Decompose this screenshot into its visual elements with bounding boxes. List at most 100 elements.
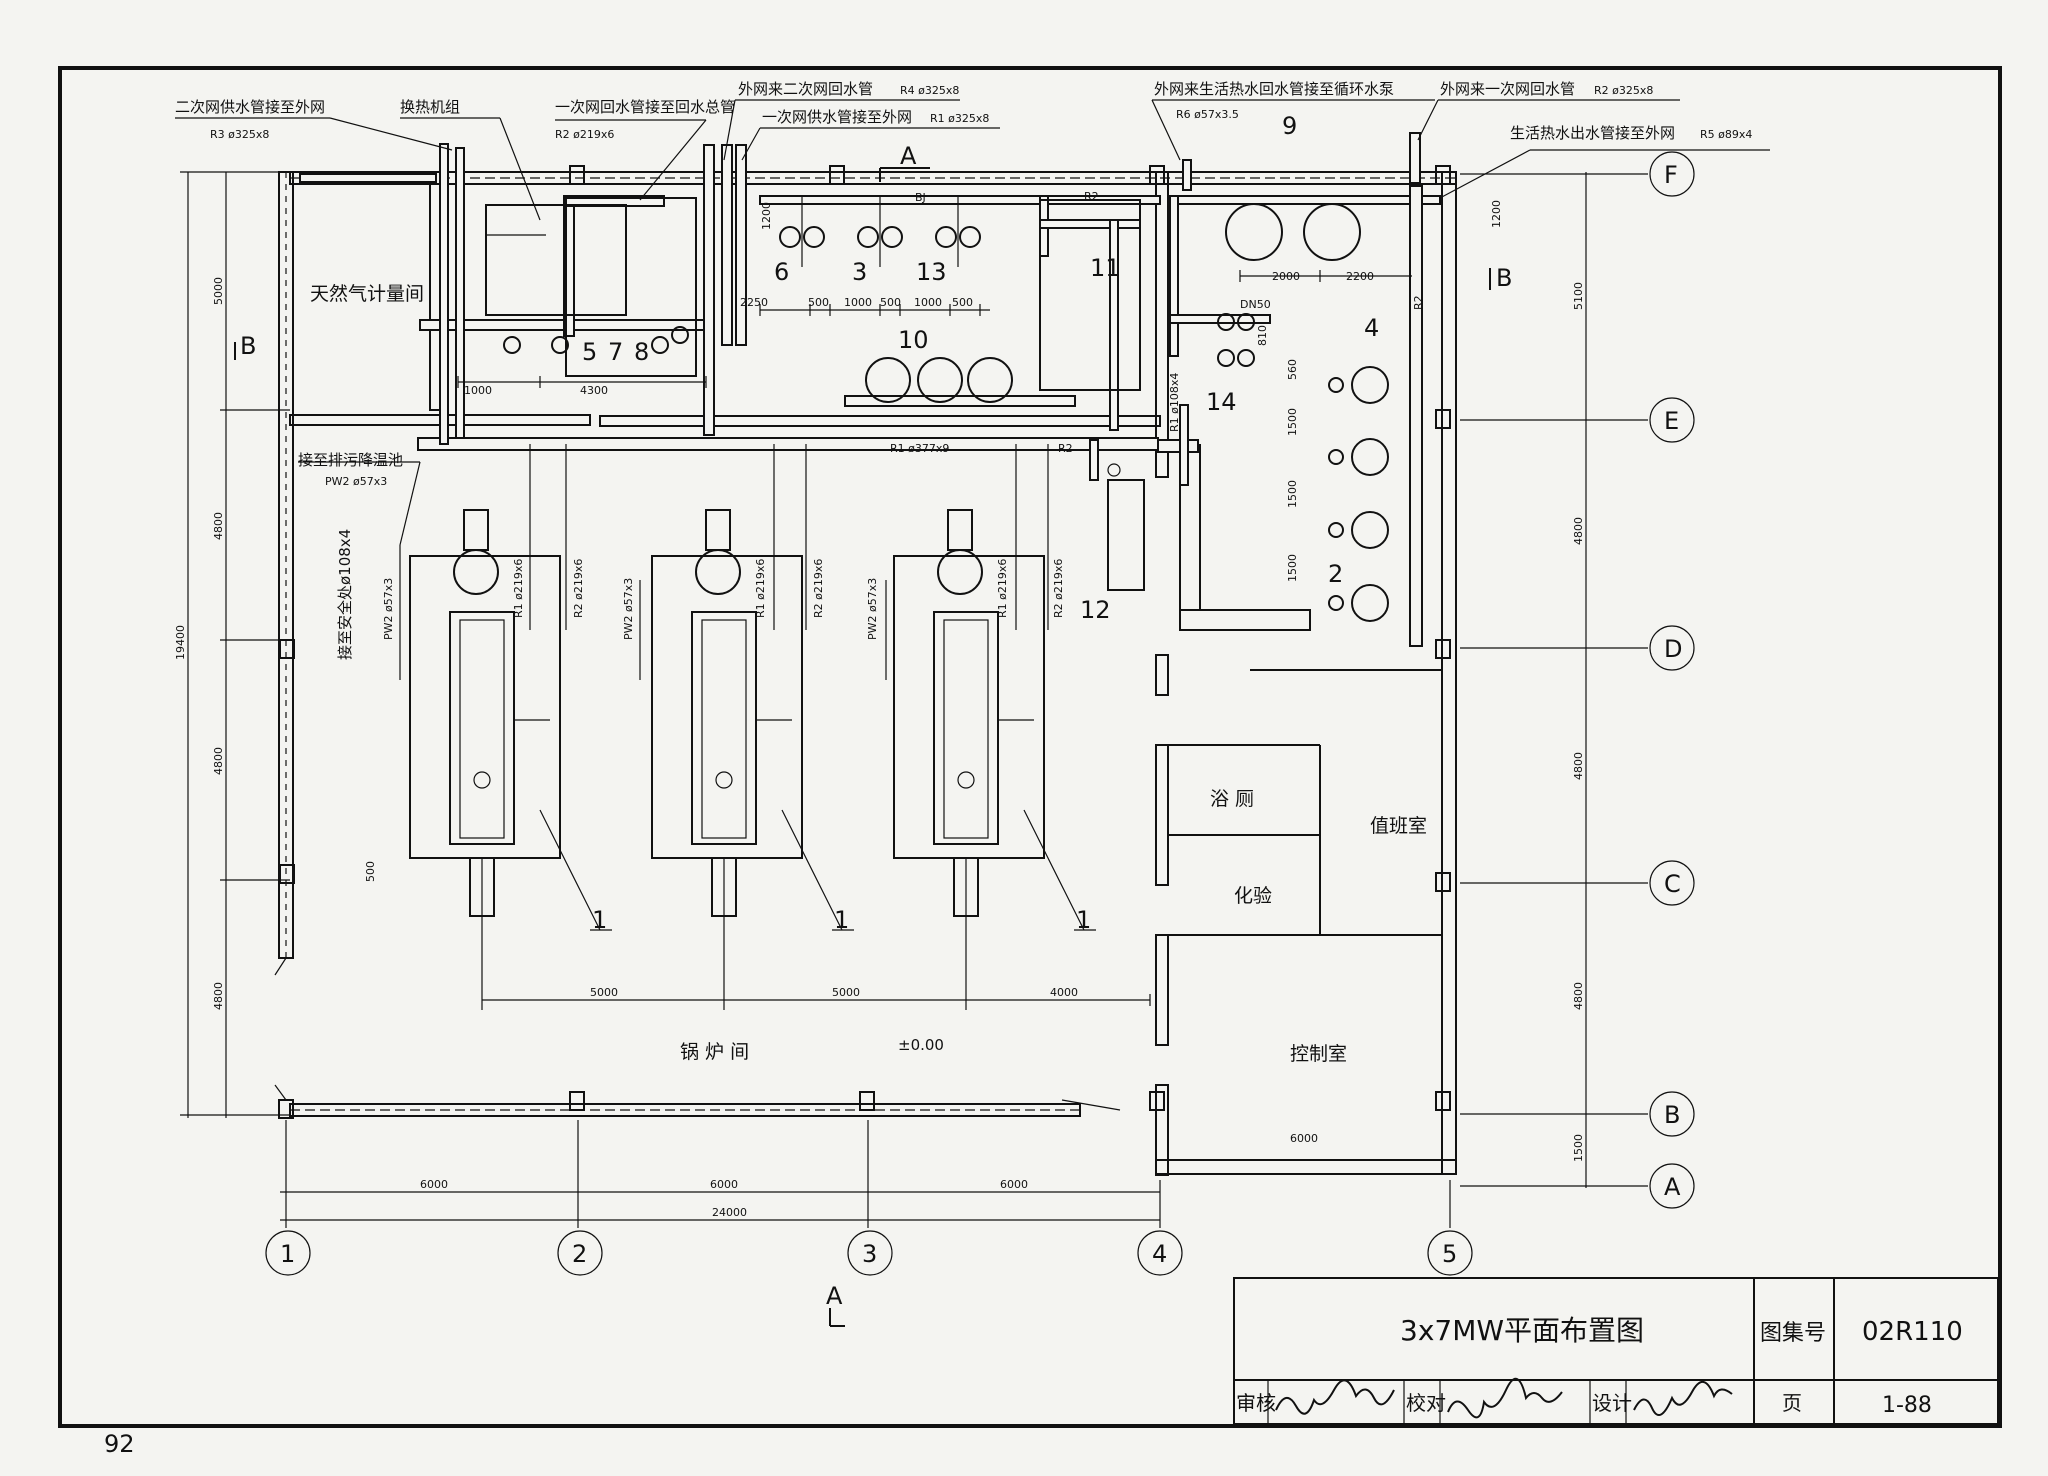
dim-hx-1000: 1000: [464, 384, 492, 397]
label-prim-return-spec: R2 ø219x6: [555, 128, 614, 141]
equip-number: 3: [852, 258, 867, 286]
drawing-text: 二次网供水管接至外网 R3 ø325x8 换热机组 一次网回水管接至回水总管 R…: [104, 80, 1963, 1458]
equip-number: 4: [1364, 314, 1379, 342]
room-bath: 浴 厕: [1210, 788, 1254, 810]
dim-bottom-3: 6000: [1000, 1178, 1028, 1191]
page-number: 92: [104, 1430, 135, 1458]
label-prim-return-in: 外网来一次网回水管: [1440, 80, 1575, 98]
label-b3-pw2: PW2 ø57x3: [866, 578, 879, 640]
review-label: 审核: [1236, 1391, 1276, 1415]
room-duty: 值班室: [1370, 815, 1427, 837]
label-dhw-return: 外网来生活热水回水管接至循环水泵: [1154, 80, 1394, 98]
dim-right-4: 4800: [1572, 982, 1585, 1010]
check-label: 校对: [1406, 1391, 1446, 1415]
axis-bubble-4: [1137, 1230, 1183, 1276]
dim-bottom-total: 24000: [712, 1206, 747, 1219]
leader-lines: [175, 99, 1770, 931]
page-number-block: 1-88: [1882, 1393, 1932, 1418]
dim-right-1200: 1200: [1490, 200, 1503, 228]
atlas-number: 02R110: [1862, 1317, 1963, 1347]
axis-bubble-F: [1649, 151, 1695, 197]
label-prim-return: 一次网回水管接至回水总管: [555, 98, 735, 116]
equip-number: 6: [774, 258, 789, 286]
label-r2-header: R2: [1058, 442, 1073, 455]
dim-bottom-2: 6000: [710, 1178, 738, 1191]
label-b3-r1: R1 ø219x6: [996, 559, 1009, 618]
axis-bubble-A: [1649, 1163, 1695, 1209]
boiler-2: [651, 509, 803, 917]
label-bj: BJ: [915, 191, 926, 204]
label-main-header: R1 ø377x9: [890, 442, 949, 455]
label-b3-r2: R2 ø219x6: [1052, 559, 1065, 618]
dim-right-2: 4800: [1572, 517, 1585, 545]
label-dn50: DN50: [1240, 298, 1271, 311]
dim-right-1: 5100: [1572, 282, 1585, 310]
equip-number: 13: [916, 258, 947, 286]
boiler-spacing-dims: [481, 858, 1151, 1010]
dim-left-total: 19400: [174, 625, 187, 660]
dim-left-1: 5000: [212, 277, 225, 305]
dim-pump-1500c: 1500: [1286, 554, 1299, 582]
dim-bottom-1: 6000: [420, 1178, 448, 1191]
axis-bubble-B: [1649, 1091, 1695, 1137]
axis-bubble-C: [1649, 860, 1695, 906]
label-sec-supply-spec: R3 ø325x8: [210, 128, 269, 141]
dim-control-room: 6000: [1290, 1132, 1318, 1145]
axis-grid-lines: [180, 171, 1648, 1228]
signature-reviewer: [1275, 1379, 1395, 1415]
axis-label-D: D: [1664, 635, 1682, 663]
drawing-frame: [58, 66, 2002, 1428]
design-label: 设计: [1592, 1391, 1632, 1415]
dim-tank-2000: 2000: [1272, 270, 1300, 283]
title-block: [1233, 1277, 1999, 1425]
equip-number: 7: [608, 338, 623, 366]
drawing-title: 3x7MW平面布置图: [1400, 1314, 1644, 1347]
label-dhw-out-spec: R5 ø89x4: [1700, 128, 1752, 141]
label-b1-r2: R2 ø219x6: [572, 559, 585, 618]
dim-left-4: 4800: [212, 982, 225, 1010]
page-label: 页: [1782, 1391, 1802, 1415]
room-boiler: 锅 炉 间: [680, 1041, 749, 1063]
dim-left-3: 4800: [212, 747, 225, 775]
dim-step-500: 500: [364, 861, 377, 882]
heat-exchanger-unit: [457, 197, 707, 388]
dim-pump-1000b: 1000: [914, 296, 942, 309]
dim-left-2: 4800: [212, 512, 225, 540]
dim-pump-1500a: 1500: [1286, 408, 1299, 436]
axis-label-A: A: [1664, 1173, 1681, 1201]
label-heat-exchanger: 换热机组: [400, 98, 460, 116]
dim-pump-810: 810: [1256, 325, 1269, 346]
axis-bubble-1: [265, 1230, 311, 1276]
axis-label-B: B: [1664, 1101, 1680, 1129]
axis-bubble-D: [1649, 625, 1695, 671]
section-a-bottom: A: [826, 1282, 843, 1310]
equip-number: 1: [834, 906, 849, 934]
equip-number: 9: [1282, 112, 1297, 140]
axis-label-C: C: [1664, 870, 1681, 898]
label-safety-valve: 接至安全处ø108x4: [336, 529, 354, 660]
axis-bubble-E: [1649, 397, 1695, 443]
axis-label-2: 2: [572, 1240, 587, 1268]
equip-number: 12: [1080, 596, 1111, 624]
label-sec-return-in-spec: R4 ø325x8: [900, 84, 959, 97]
label-dhw-return-spec: R6 ø57x3.5: [1176, 108, 1239, 121]
label-prim-supply-out: 一次网供水管接至外网: [762, 108, 912, 126]
axis-label-3: 3: [862, 1240, 877, 1268]
label-prim-return-in-spec: R2 ø325x8: [1594, 84, 1653, 97]
dim-pump-500b: 500: [880, 296, 901, 309]
dim-pump-500c: 500: [952, 296, 973, 309]
equip-number: 14: [1206, 388, 1237, 416]
axis-label-1: 1: [280, 1240, 295, 1268]
axis-label-5: 5: [1442, 1240, 1457, 1268]
dim-boiler-3: 4000: [1050, 986, 1078, 999]
dim-pump-1000a: 1000: [844, 296, 872, 309]
dim-pump-500a: 500: [808, 296, 829, 309]
axis-bubbles: [265, 151, 1695, 1276]
atlas-label: 图集号: [1760, 1321, 1826, 1346]
signature-designer: [1633, 1381, 1733, 1417]
axis-bubble-2: [557, 1230, 603, 1276]
label-r2-right: R2: [1412, 295, 1425, 310]
boiler-1: [409, 509, 561, 917]
boiler-branches: [399, 444, 1049, 680]
